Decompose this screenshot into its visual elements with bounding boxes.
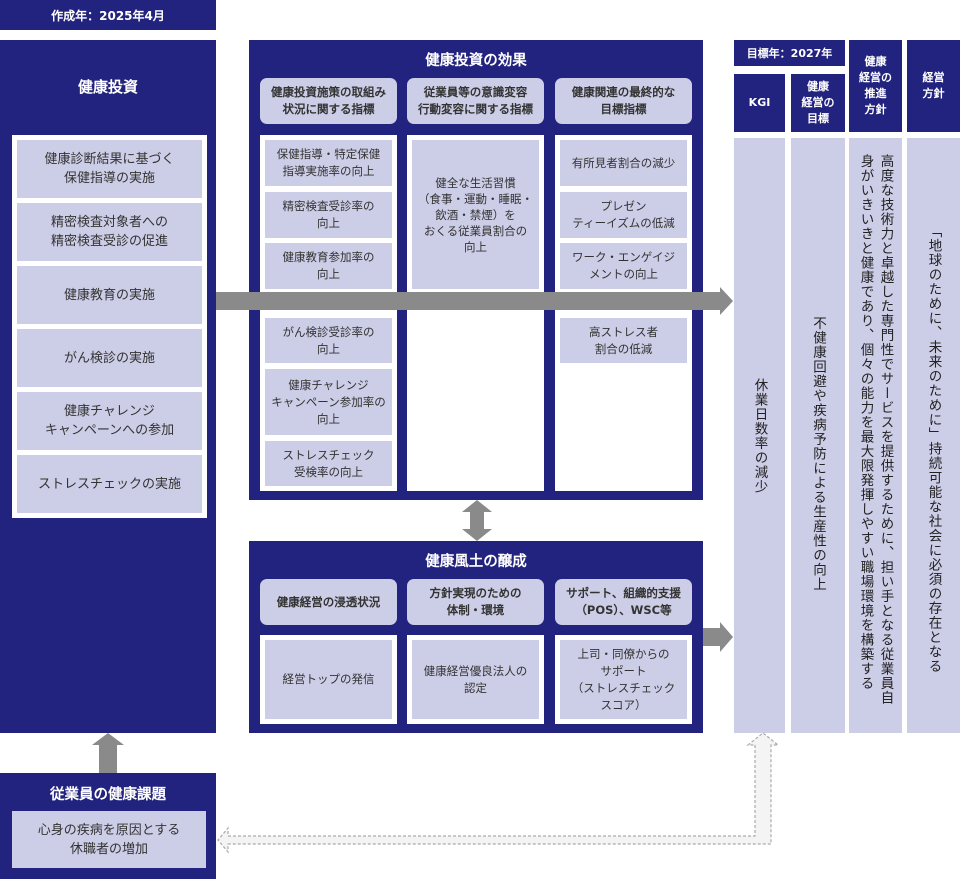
kgi-header: KGI xyxy=(734,74,785,132)
effect-item: ストレスチェック 受検率の向上 xyxy=(265,441,392,486)
investment-item: ストレスチェックの実施 xyxy=(17,455,202,513)
double-arrow xyxy=(462,500,492,541)
investment-item: がん検診の実施 xyxy=(17,329,202,387)
effect-item: ワーク・エンゲイジ メントの向上 xyxy=(560,243,687,289)
effect-item: 健康チャレンジ キャンペーン参加率の 向上 xyxy=(265,369,392,435)
investment-title: 健康投資 xyxy=(77,77,138,96)
culture-item: 経営トップの発信 xyxy=(265,640,392,719)
issue-item: 心身の疾病を原因とする 休職者の増加 xyxy=(12,811,206,868)
effect-item: 精密検査受診率の 向上 xyxy=(265,192,392,238)
culture-header: 健康経営の浸透状況 xyxy=(260,579,397,625)
goal-column: 不健康回避や疾病予防による生産性の向上 xyxy=(791,138,845,733)
policy-column: 高度な技術力と卓越した専門性でサービスを提供するために、担い手となる従業員自身が… xyxy=(849,138,902,733)
effect-item: 有所見者割合の減少 xyxy=(560,140,687,186)
effect-header: 従業員等の意識変容 行動変容に関する指標 xyxy=(407,78,544,124)
effect-col1: 保健指導・特定保健 指導実施率の向上 精密検査受診率の 向上 健康教育参加率の … xyxy=(260,135,397,491)
created-date: 作成年：2025年4月 xyxy=(0,0,216,30)
issue-title: 従業員の健康課題 xyxy=(50,786,166,803)
effect-col3: 有所見者割合の減少 プレゼン ティーイズムの低減 ワーク・エンゲイジ メントの向… xyxy=(555,135,692,491)
culture-item: 上司・同僚からの サポート （ストレスチェック スコア） xyxy=(560,640,687,719)
culture-header: 方針実現のための 体制・環境 xyxy=(407,579,544,625)
investment-item: 健康診断結果に基づく 保健指導の実施 xyxy=(17,140,202,198)
effect-item: 健全な生活習慣 （食事・運動・睡眠・ 飲酒・禁煙）を おくる従業員割合の 向上 xyxy=(412,140,539,289)
feedback-dashed-arrow xyxy=(217,732,780,854)
mgmt-column: 「地球のために、未来のために」持続可能な社会に必須の存在となる xyxy=(907,138,960,733)
investment-panel: 健康投資 健康診断結果に基づく 保健指導の実施 精密検査対象者への 精密検査受診… xyxy=(0,40,216,733)
mgmt-text: 「地球のために、未来のために」持続可能な社会に必須の存在となる xyxy=(925,224,942,674)
culture-title: 健康風土の醸成 xyxy=(425,553,527,570)
effect-item: がん検診受診率の 向上 xyxy=(265,318,392,363)
issue-panel: 従業員の健康課題 心身の疾病を原因とする 休職者の増加 xyxy=(0,773,216,879)
culture-col: 健康経営優良法人の 認定 xyxy=(407,635,544,724)
effect-col2: 健全な生活習慣 （食事・運動・睡眠・ 飲酒・禁煙）を おくる従業員割合の 向上 xyxy=(407,135,544,491)
investment-list: 健康診断結果に基づく 保健指導の実施 精密検査対象者への 精密検査受診の促進 健… xyxy=(12,135,207,518)
effect-item: 健康教育参加率の 向上 xyxy=(265,243,392,289)
culture-panel: 健康風土の醸成 健康経営の浸透状況 方針実現のための 体制・環境 サポート、組織… xyxy=(249,541,703,733)
effect-title: 健康投資の効果 xyxy=(425,52,527,69)
investment-item: 精密検査対象者への 精密検査受診の促進 xyxy=(17,203,202,261)
target-year: 目標年：2027年 xyxy=(734,40,845,66)
up-arrow xyxy=(92,733,124,773)
culture-item: 健康経営優良法人の 認定 xyxy=(412,640,539,719)
kgi-text: 休業日数率の減少 xyxy=(751,377,768,494)
investment-item: 健康教育の実施 xyxy=(17,266,202,324)
goal-text: 不健康回避や疾病予防による生産性の向上 xyxy=(810,316,826,592)
culture-col: 上司・同僚からの サポート （ストレスチェック スコア） xyxy=(555,635,692,724)
policy-header: 健康 経営の 推進 方針 xyxy=(849,40,902,132)
culture-col: 経営トップの発信 xyxy=(260,635,397,724)
effect-panel: 健康投資の効果 健康投資施策の取組み 状況に関する指標 従業員等の意識変容 行動… xyxy=(249,40,703,500)
policy-text: 高度な技術力と卓越した専門性でサービスを提供するために、担い手となる従業員自身が… xyxy=(857,154,894,705)
mgmt-header: 経営 方針 xyxy=(907,40,960,132)
goal-header: 健康 経営の 目標 xyxy=(791,74,845,132)
effect-header: 健康投資施策の取組み 状況に関する指標 xyxy=(260,78,397,124)
culture-right-arrow xyxy=(703,622,733,652)
effect-header: 健康関連の最終的な 目標指標 xyxy=(555,78,692,124)
culture-header: サポート、組織的支援 （POS）、WSC等 xyxy=(555,579,692,625)
kgi-column: 休業日数率の減少 xyxy=(734,138,785,733)
effect-item: 保健指導・特定保健 指導実施率の向上 xyxy=(265,140,392,186)
effect-item: 高ストレス者 割合の低減 xyxy=(560,318,687,363)
investment-item: 健康チャレンジ キャンペーンへの参加 xyxy=(17,392,202,450)
effect-item: プレゼン ティーイズムの低減 xyxy=(560,192,687,238)
